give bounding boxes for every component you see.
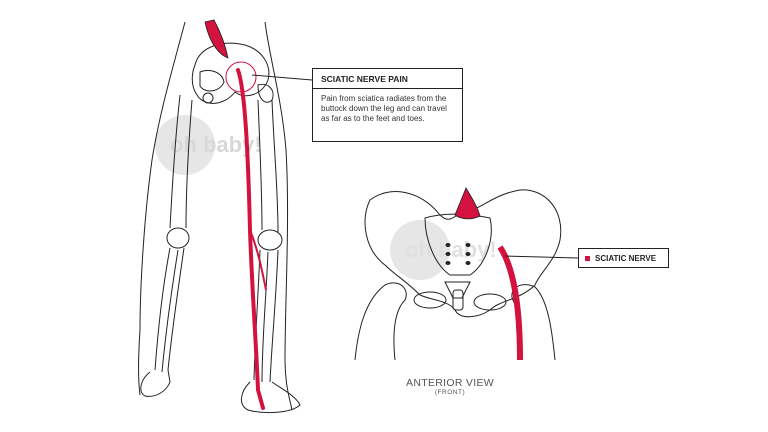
- view-subtitle: (FRONT): [434, 389, 466, 396]
- sacral-foramina: [445, 243, 471, 265]
- callout-body: Pain from sciatica radiates from the but…: [321, 94, 447, 123]
- posterior-skeleton: [138, 21, 301, 414]
- view-title: ANTERIOR VIEW: [406, 377, 494, 389]
- view-caption: ANTERIOR VIEW (FRONT): [395, 377, 505, 396]
- pain-highlight-circle: [225, 61, 257, 93]
- piriformis-muscle: [204, 19, 229, 59]
- legend-swatch: [585, 255, 590, 261]
- sciatic-nerve-label: SCIATIC NERVE: [578, 248, 669, 268]
- sciatic-nerve-pain-callout: SCIATIC NERVE PAIN Pain from sciatica ra…: [312, 68, 463, 142]
- sciatic-nerve-anterior: [497, 245, 523, 361]
- callout-leader-line: [251, 74, 313, 81]
- svg-text:oh baby!: oh baby!: [405, 237, 497, 262]
- label-leader-line: [504, 255, 579, 259]
- callout-title: SCIATIC NERVE PAIN: [313, 69, 462, 89]
- label-text: SCIATIC NERVE: [595, 253, 657, 263]
- piriformis-anterior: [454, 187, 481, 220]
